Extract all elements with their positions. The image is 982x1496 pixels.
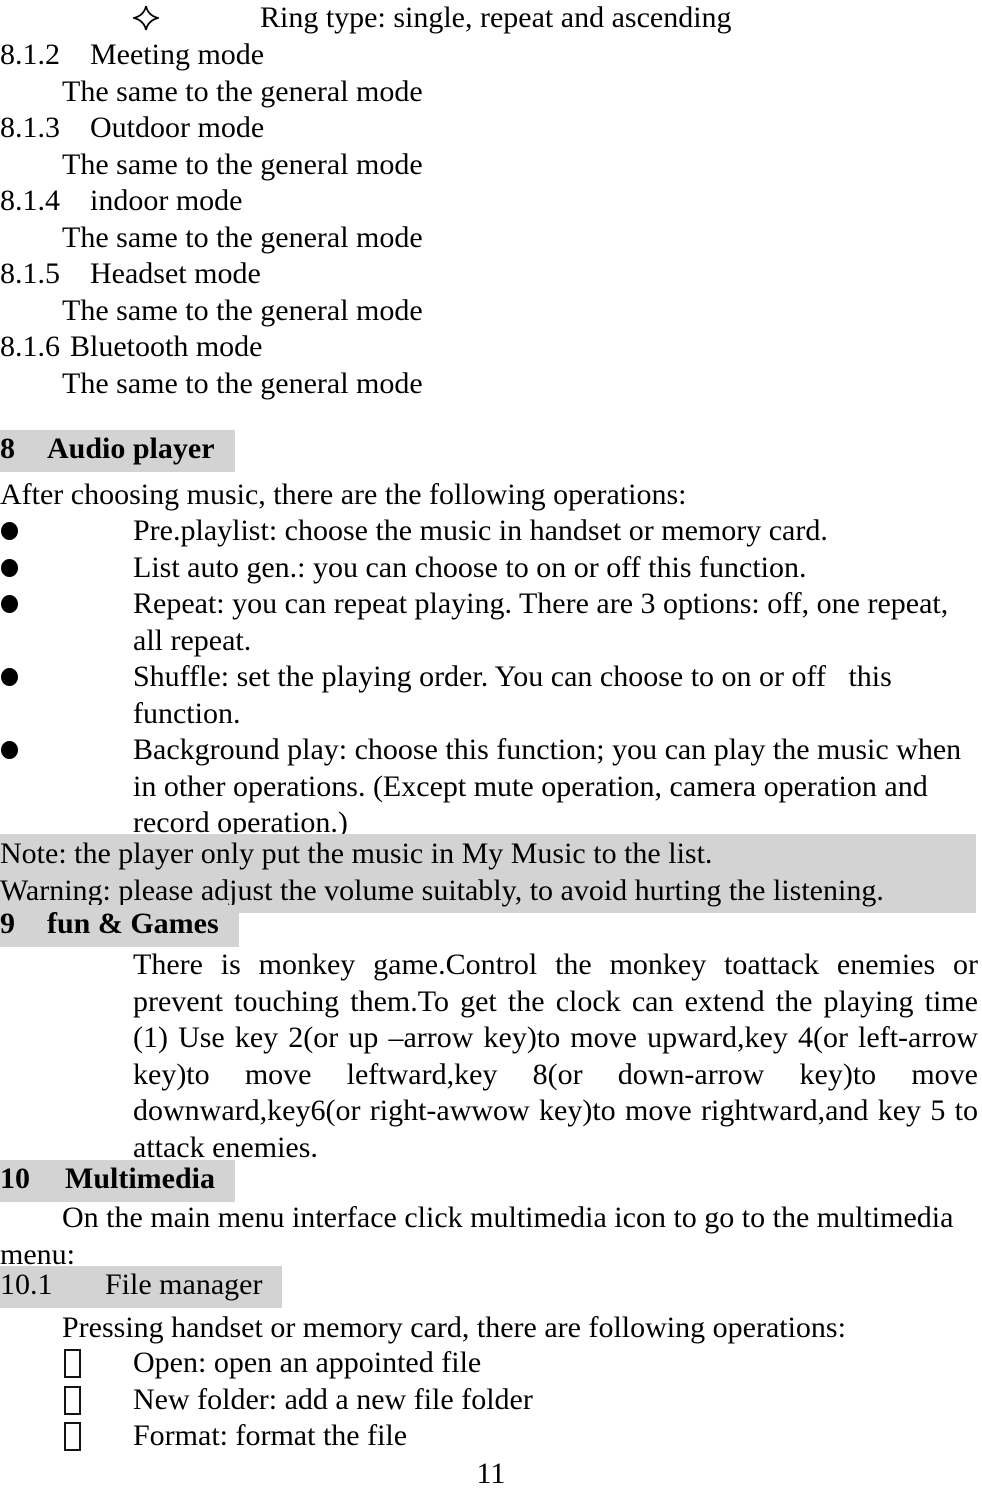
- bullet-circle-icon: [1, 741, 18, 759]
- heading-number: 10: [0, 1162, 30, 1195]
- mode-section: 8.1.3 Outdoor mode The same to the genera…: [0, 110, 982, 183]
- audio-player-heading: 8 Audio player: [0, 430, 235, 472]
- mode-section-body: The same to the general mode: [62, 74, 423, 108]
- list-item: Format: format the file: [0, 1418, 533, 1455]
- heading-number: 10.1: [0, 1268, 53, 1301]
- profile-mode-sections: 8.1.2 Meeting mode The same to the genera…: [0, 37, 982, 402]
- mode-section-heading: 8.1.5 Headset mode: [0, 256, 982, 293]
- bullet-circle-icon: [1, 522, 18, 540]
- mode-section-heading: 8.1.4 indoor mode: [0, 183, 982, 220]
- hollow-box-bullet-icon: [64, 1385, 81, 1415]
- heading-number: 9: [0, 907, 15, 940]
- section-number: 8.1.4: [0, 184, 60, 217]
- ring-type-text: Ring type: single, repeat and ascending: [260, 1, 732, 34]
- mode-section-heading: 8.1.3 Outdoor mode: [0, 110, 982, 147]
- mode-section-body: The same to the general mode: [62, 147, 423, 181]
- hollow-box-bullet-icon: [64, 1422, 81, 1451]
- mode-section-body: The same to the general mode: [62, 293, 423, 327]
- mode-section: 8.1.4 indoor mode The same to the general…: [0, 183, 982, 256]
- four-pointed-star-icon: [130, 4, 162, 31]
- heading-title: File manager: [105, 1268, 263, 1301]
- list-item: Pre.playlist: choose the music in handse…: [0, 513, 978, 550]
- operation-text: New folder: add a new file folder: [133, 1382, 533, 1416]
- fun-games-heading: 9 fun & Games: [0, 905, 239, 947]
- bullet-text: Shuffle: set the playing order. You can …: [133, 660, 900, 730]
- heading-title: fun & Games: [47, 907, 219, 940]
- bullet-text: List auto gen.: you can choose to on or …: [133, 550, 807, 584]
- section-number: 8.1.6: [0, 330, 60, 363]
- bullet-text: Pre.playlist: choose the music in handse…: [133, 514, 828, 547]
- section-title: Outdoor mode: [90, 111, 265, 144]
- multimedia-intro: On the main menu interface click multime…: [0, 1201, 954, 1271]
- section-title: indoor mode: [90, 184, 243, 217]
- audio-player-bullet-list: Pre.playlist: choose the music in handse…: [0, 513, 978, 842]
- file-manager-heading: 10.1 File manager: [0, 1266, 283, 1308]
- bullet-text: Repeat: you can repeat playing. There ar…: [133, 587, 956, 657]
- bullet-text: Background play: choose this function; y…: [133, 733, 969, 839]
- list-item: Background play: choose this function; y…: [0, 732, 978, 842]
- heading-title: Multimedia: [65, 1162, 215, 1195]
- list-item: New folder: add a new file folder: [0, 1382, 533, 1419]
- note-text: Note: the player only put the music in M…: [0, 837, 713, 870]
- mode-section-heading: 8.1.2 Meeting mode: [0, 37, 982, 74]
- note-warning-block: Note: the player only put the music in M…: [0, 834, 976, 913]
- list-item: List auto gen.: you can choose to on or …: [0, 550, 978, 587]
- mode-section-body: The same to the general mode: [62, 366, 423, 400]
- bullet-circle-icon: [1, 558, 18, 577]
- mode-section-heading: 8.1.6 Bluetooth mode: [0, 329, 982, 366]
- highlighted-heading: 9 fun & Games: [0, 905, 239, 947]
- section-title: Bluetooth mode: [70, 330, 263, 363]
- operation-text: Format: format the file: [133, 1419, 408, 1452]
- list-item: Shuffle: set the playing order. You can …: [0, 659, 978, 732]
- highlighted-heading: 10 Multimedia: [0, 1160, 235, 1202]
- list-item: Repeat: you can repeat playing. There ar…: [0, 586, 978, 659]
- ring-type-line: Ring type: single, repeat and ascending: [0, 0, 982, 37]
- bullet-circle-icon: [1, 595, 18, 613]
- section-number: 8.1.5: [0, 257, 60, 290]
- list-item: Open: open an appointed file: [0, 1345, 533, 1382]
- highlighted-heading: 10.1 File manager: [0, 1266, 283, 1308]
- section-number: 8.1.3: [0, 111, 60, 144]
- highlighted-heading: 8 Audio player: [0, 430, 235, 472]
- page-number: 11: [476, 1457, 506, 1490]
- heading-number: 8: [0, 432, 15, 465]
- multimedia-heading: 10 Multimedia: [0, 1160, 235, 1202]
- operation-text: Open: open an appointed file: [133, 1346, 482, 1379]
- mode-section: 8.1.2 Meeting mode The same to the genera…: [0, 37, 982, 110]
- mode-section-body: The same to the general mode: [62, 220, 423, 254]
- section-title: Headset mode: [90, 257, 261, 290]
- mode-section: 8.1.6 Bluetooth mode The same to the gene…: [0, 329, 982, 402]
- bullet-circle-icon: [1, 668, 18, 686]
- fun-games-body: There is monkey game.Control the monkey …: [133, 948, 978, 1164]
- hollow-box-bullet-icon: [64, 1349, 81, 1378]
- heading-title: Audio player: [47, 432, 215, 465]
- section-title: Meeting mode: [90, 38, 265, 71]
- audio-player-intro: After choosing music, there are the foll…: [0, 478, 687, 511]
- file-operations-list: Open: open an appointed file New folder:…: [0, 1345, 533, 1455]
- section-number: 8.1.2: [0, 38, 60, 71]
- mode-section: 8.1.5 Headset mode The same to the genera…: [0, 256, 982, 329]
- file-manager-intro: Pressing handset or memory card, there a…: [62, 1311, 846, 1344]
- warning-text: Warning: please adjust the volume suitab…: [0, 873, 884, 907]
